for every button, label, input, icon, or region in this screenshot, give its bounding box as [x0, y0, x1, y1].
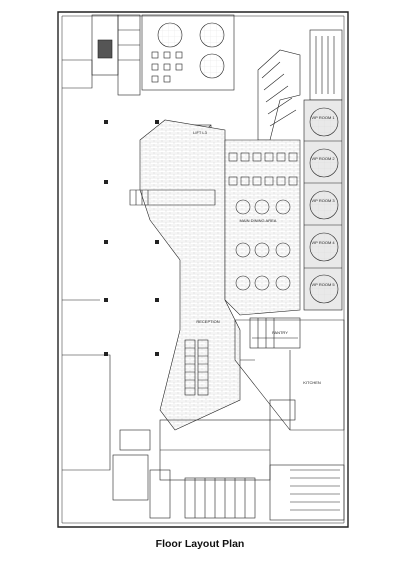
- main-dining-area: [224, 139, 301, 316]
- label-vip-room-4: VIP ROOM 4: [311, 240, 335, 245]
- label-kitchen: KITCHEN: [303, 380, 321, 385]
- label-lift: LIFT L3: [193, 130, 207, 135]
- escalators: [184, 339, 209, 396]
- left-floor-zone: [62, 59, 111, 471]
- room-labels: VIP ROOM 1 VIP ROOM 2 VIP ROOM 3 VIP ROO…: [193, 115, 335, 385]
- back-of-house: [234, 317, 345, 431]
- building-outline: [57, 11, 349, 528]
- label-vip-room-5: VIP ROOM 5: [311, 282, 335, 287]
- label-vip-room-2: VIP ROOM 2: [311, 156, 335, 161]
- label-vip-room-1: VIP ROOM 1: [311, 115, 335, 120]
- label-main-dining: MAIN DINING AREA: [240, 218, 277, 223]
- escalator-bridge: [129, 189, 216, 206]
- vip-rooms: [303, 99, 343, 311]
- label-pantry: PANTRY: [272, 330, 288, 335]
- top-private-dining: [141, 14, 235, 91]
- lower-services: [112, 419, 345, 521]
- upper-stair-core: [91, 14, 141, 96]
- plan-caption: Floor Layout Plan: [155, 538, 245, 550]
- label-vip-room-3: VIP ROOM 3: [311, 198, 335, 203]
- label-reception: RECEPTION: [196, 319, 219, 324]
